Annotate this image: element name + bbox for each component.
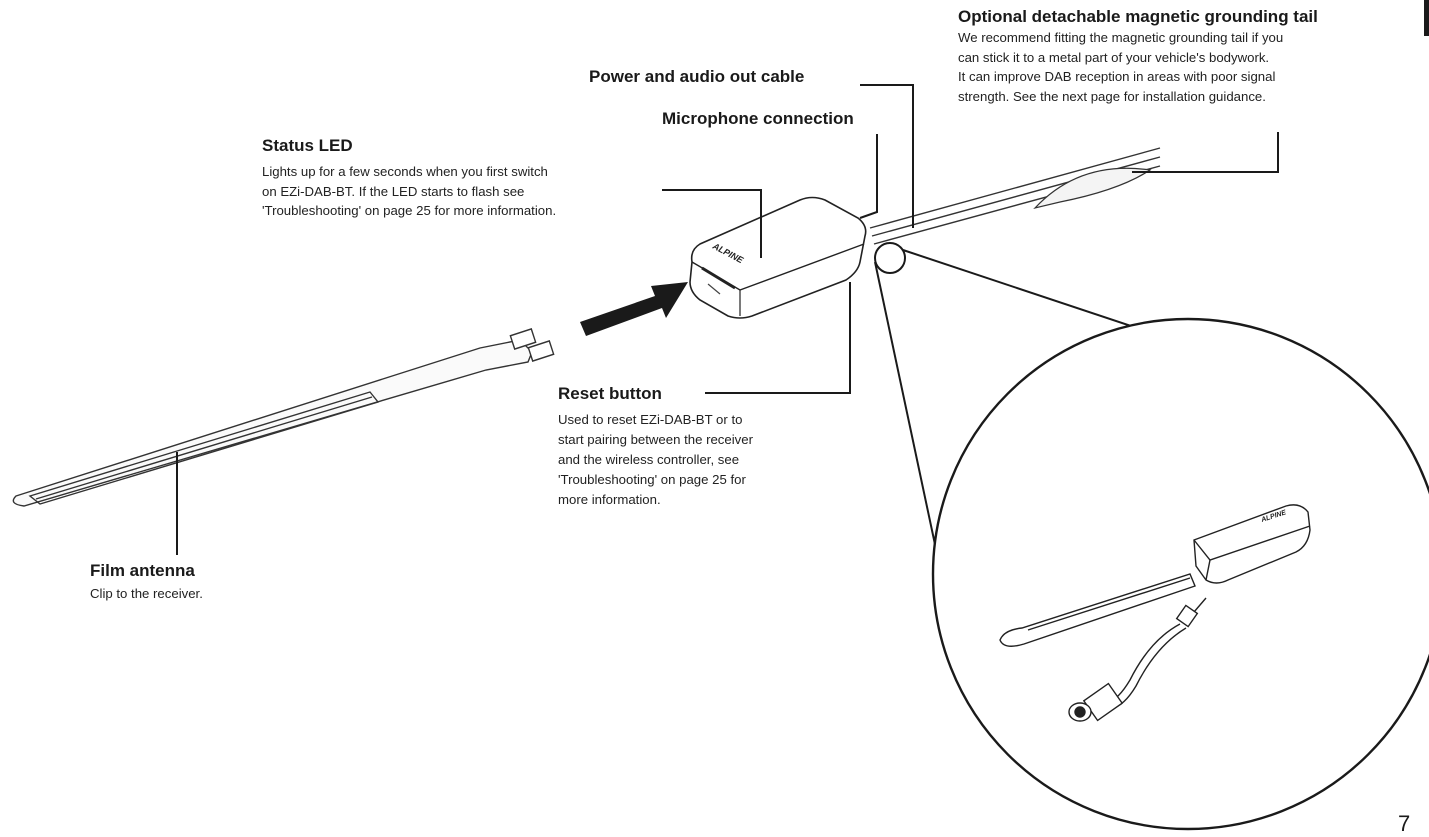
magnifier-detail-circle bbox=[931, 317, 1429, 831]
label-status-led: Status LED Lights up for a few seconds w… bbox=[262, 135, 556, 221]
grounding-tail-line: It can improve DAB reception in areas wi… bbox=[958, 69, 1276, 84]
status-led-line: on EZi-DAB-BT. If the LED starts to flas… bbox=[262, 183, 525, 199]
leader-grounding-tail bbox=[1132, 132, 1279, 173]
film-antenna-title: Film antenna bbox=[90, 561, 195, 580]
status-led-title: Status LED bbox=[262, 136, 353, 155]
label-reset-button: Reset button Used to reset EZi-DAB-BT or… bbox=[558, 383, 753, 510]
detail-antenna-strip bbox=[999, 573, 1196, 647]
receiver-illustration: ALPINE bbox=[689, 196, 867, 319]
page-tab-marker bbox=[1424, 0, 1429, 36]
reset-button-line: Used to reset EZi-DAB-BT or to bbox=[558, 412, 743, 427]
label-grounding-tail: Optional detachable magnetic grounding t… bbox=[958, 6, 1318, 106]
leader-microphone bbox=[859, 134, 878, 219]
detail-microphone-cable bbox=[1068, 597, 1207, 722]
grounding-tail-line: can stick it to a metal part of your veh… bbox=[958, 49, 1270, 65]
leader-status-led bbox=[662, 189, 762, 258]
insertion-arrow bbox=[580, 282, 688, 336]
film-antenna-illustration bbox=[12, 328, 555, 507]
grounding-tail-title: Optional detachable magnetic grounding t… bbox=[958, 7, 1318, 26]
leader-reset-button bbox=[705, 282, 851, 394]
reset-button-title: Reset button bbox=[558, 384, 662, 403]
film-antenna-description: Clip to the receiver. bbox=[90, 584, 203, 604]
reset-button-line: more information. bbox=[558, 492, 661, 507]
grounding-tail-description: We recommend fitting the magnetic ground… bbox=[958, 28, 1318, 106]
reset-button-line: 'Troubleshooting' on page 25 for bbox=[558, 472, 746, 487]
film-antenna-line: Clip to the receiver. bbox=[90, 586, 203, 601]
microphone-title: Microphone connection bbox=[662, 109, 854, 128]
reset-button-description: Used to reset EZi-DAB-BT or to start pai… bbox=[558, 410, 753, 510]
detail-receiver: ALPINE bbox=[1193, 504, 1311, 584]
label-film-antenna: Film antenna Clip to the receiver. bbox=[90, 560, 203, 604]
magnifier-source-circle bbox=[874, 242, 906, 274]
status-led-line: Lights up for a few seconds when you fir… bbox=[262, 164, 548, 179]
grounding-tail-illustration bbox=[1033, 167, 1152, 210]
power-cable-title: Power and audio out cable bbox=[589, 67, 805, 86]
page-number: 7 bbox=[1398, 811, 1411, 836]
leader-power-cable bbox=[860, 84, 914, 228]
status-led-line: 'Troubleshooting' on page 25 for more in… bbox=[262, 203, 557, 218]
grounding-tail-line: strength. See the next page for installa… bbox=[958, 88, 1266, 104]
grounding-tail-line: We recommend fitting the magnetic ground… bbox=[958, 30, 1284, 45]
reset-button-line: start pairing between the receiver bbox=[558, 432, 753, 447]
reset-button-line: and the wireless controller, see bbox=[558, 452, 740, 467]
status-led-description: Lights up for a few seconds when you fir… bbox=[262, 162, 556, 221]
magnifier bbox=[874, 242, 1429, 831]
